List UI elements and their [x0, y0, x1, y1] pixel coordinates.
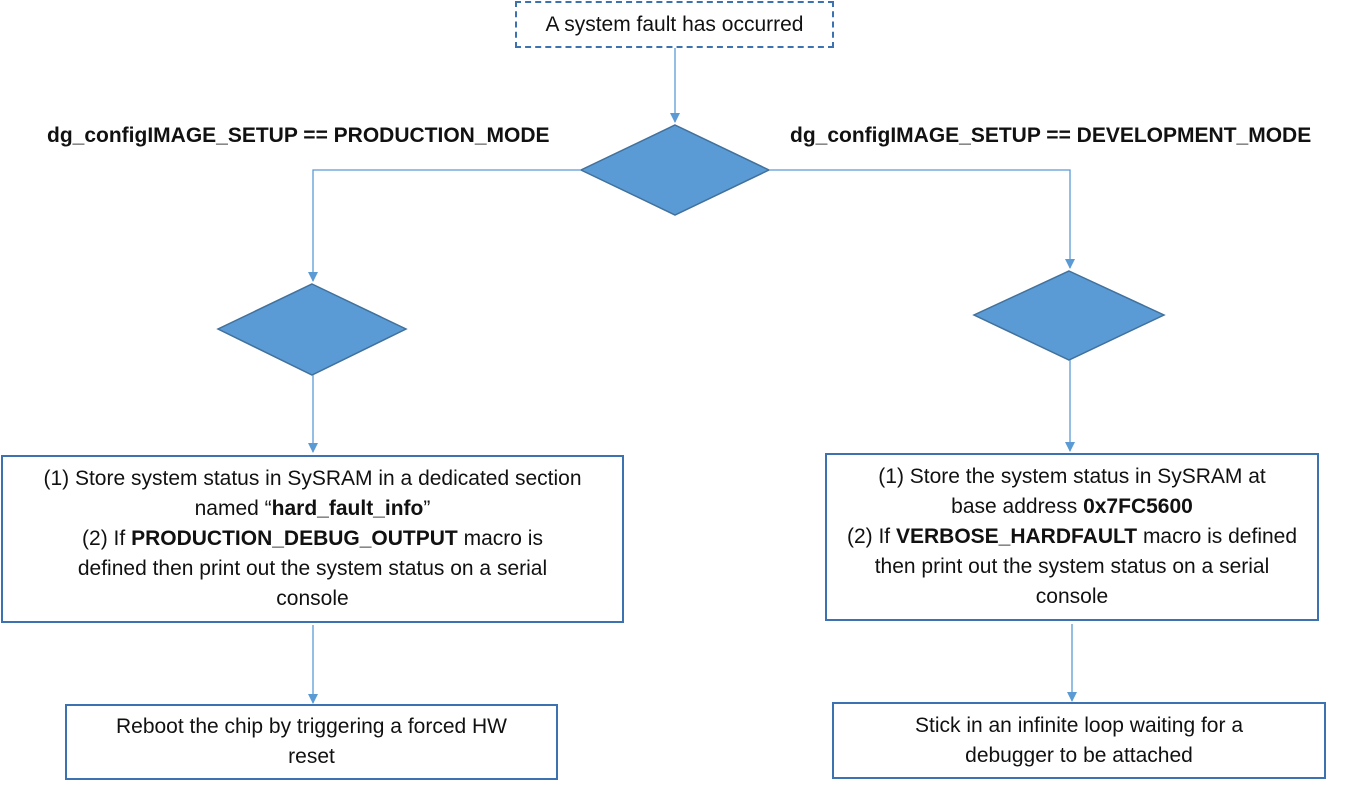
development-result-line-2: debugger to be attached — [965, 743, 1193, 767]
production-result-box: Reboot the chip by triggering a forced H… — [65, 704, 558, 780]
production-decision-diamond — [216, 283, 408, 376]
production-condition-label: dg_configIMAGE_SETUP == PRODUCTION_MODE — [47, 124, 550, 147]
development-action-line-2-prefix: base address — [951, 495, 1084, 518]
production-action-line-1: (1) Store system status in SySRAM in a d… — [43, 467, 582, 490]
development-action-line-1: (1) Store the system status in SySRAM at — [878, 465, 1266, 488]
production-action-line-3: (2) If PRODUCTION_DEBUG_OUTPUT macro is — [82, 524, 543, 554]
production-action-line-3-prefix: (2) If — [82, 527, 132, 550]
production-result-line-1: Reboot the chip by triggering a forced H… — [115, 715, 508, 738]
connector-to-development-branch — [769, 169, 1075, 269]
hard-fault-info-section-name: hard_fault_info — [271, 497, 424, 520]
development-action-line-4: then print out the system status on a se… — [874, 555, 1270, 578]
start-node-label: A system fault has occurred — [545, 12, 804, 36]
development-action-line-5: console — [1035, 585, 1109, 608]
production-action-line-4: defined then print out the system status… — [77, 557, 548, 580]
development-action-line-3: (2) If VERBOSE_HARDFAULT macro is define… — [847, 522, 1297, 552]
development-result-line-1: Stick in an infinite loop waiting for a — [914, 713, 1243, 737]
production-actions-box: (1) Store system status in SySRAM in a d… — [1, 455, 624, 623]
development-decision-diamond — [972, 270, 1166, 361]
development-condition-label: dg_configIMAGE_SETUP == DEVELOPMENT_MODE — [790, 124, 1312, 147]
production-action-line-2: named “hard_fault_info” — [195, 494, 431, 524]
production-result-line-2: reset — [288, 745, 335, 768]
sysram-base-address: 0x7FC5600 — [1083, 495, 1193, 518]
development-actions-box: (1) Store the system status in SySRAM at… — [825, 453, 1319, 621]
production-action-line-5: console — [276, 587, 349, 610]
development-action-line-2: base address 0x7FC5600 — [951, 492, 1193, 522]
production-action-line-2-suffix: ” — [423, 497, 431, 520]
mode-decision-diamond — [579, 124, 771, 216]
verbose-hardfault-macro: VERBOSE_HARDFAULT — [895, 525, 1138, 548]
connector-to-production-branch — [308, 169, 581, 282]
production-action-line-3-suffix: macro is — [457, 527, 543, 550]
start-node-box: A system fault has occurred — [515, 1, 834, 48]
development-result-box: Stick in an infinite loop waiting for a … — [832, 702, 1326, 779]
production-action-line-2-prefix: named “ — [194, 497, 272, 520]
production-debug-output-macro: PRODUCTION_DEBUG_OUTPUT — [131, 527, 458, 550]
development-action-line-3-suffix: macro is defined — [1137, 525, 1298, 548]
development-action-line-3-prefix: (2) If — [846, 525, 896, 548]
